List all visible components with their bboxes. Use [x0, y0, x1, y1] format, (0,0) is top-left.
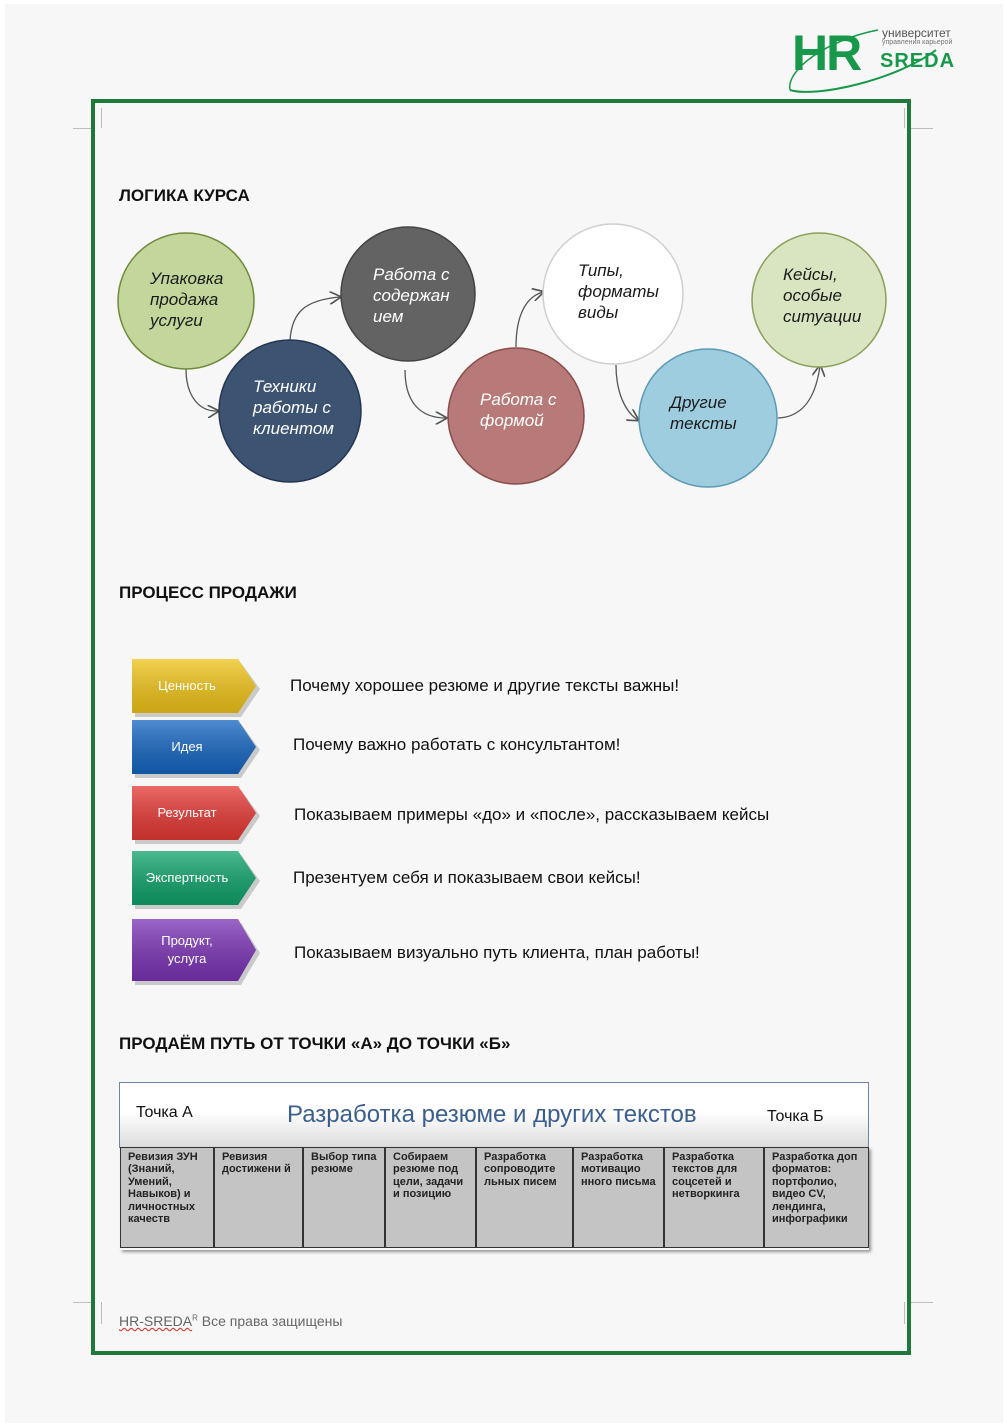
heading-path-a-to-b: ПРОДАЁМ ПУТЬ ОТ ТОЧКИ «А» ДО ТОЧКИ «Б» [119, 1034, 511, 1053]
connector-arrow-6 [777, 366, 820, 419]
hr-sreda-logo: HR университет управления карьерой SREDA [786, 20, 966, 94]
chevron-arrow-shape [132, 720, 260, 778]
chevron-arrow-shape [132, 919, 260, 985]
sales-step-label: Идея [171, 739, 203, 754]
sales-step-description: Презентуем себя и показываем свои кейсы! [293, 868, 641, 887]
crop-mark [904, 108, 905, 128]
logo-brand: SREDA [880, 50, 956, 72]
path-table-cell: Ревизия ЗУН (Знаний, Умений, Навыков) и … [120, 1147, 214, 1248]
sales-step-description: Показываем визуально путь клиента, план … [294, 943, 700, 962]
path-table-title: Разработка резюме и других текстов [287, 1101, 697, 1128]
path-table-cell: Ревизия достижени й [214, 1147, 303, 1248]
path-table-cell: Разработка мотивацио нного письма [573, 1147, 664, 1248]
footer-registered-mark: R [192, 1313, 198, 1323]
connector-arrow-1 [185, 368, 218, 411]
path-table-cell: Собираем резюме под цели, задачи и позиц… [385, 1147, 476, 1248]
chevron-arrow-shape [132, 659, 260, 717]
course-circle-7 [751, 232, 887, 368]
sales-step-description: Почему важно работать с консультантом! [293, 735, 621, 754]
course-circle-2 [218, 339, 362, 483]
crop-mark [911, 128, 933, 129]
course-circle-6 [638, 348, 778, 488]
sales-step-arrow-5: Продукт,услуга [132, 919, 260, 985]
sales-step-label: Результат [157, 805, 217, 820]
sales-step-arrow-4: Экспертность [132, 851, 260, 909]
sales-step-label: Продукт,услуга [161, 933, 213, 966]
path-table-cells: Ревизия ЗУН (Знаний, Умений, Навыков) и … [120, 1147, 869, 1250]
sales-step-label: Ценность [158, 678, 216, 693]
path-table-cell: Выбор типа резюме [303, 1147, 385, 1248]
heading-sales-process: ПРОЦЕСС ПРОДАЖИ [119, 583, 297, 602]
path-table: Точка А Разработка резюме и других текст… [119, 1082, 869, 1252]
logo-line1: университет [882, 26, 951, 40]
logo-mark: HR [792, 25, 862, 81]
course-circle-4 [447, 347, 585, 485]
course-circle-1 [117, 232, 255, 370]
crop-mark [101, 1302, 102, 1324]
path-table-cell: Разработка текстов для соцсетей и нетвор… [664, 1147, 764, 1248]
crop-mark [101, 108, 102, 128]
crop-mark [911, 1302, 933, 1303]
crop-mark [73, 1302, 95, 1303]
heading-course-logic: ЛОГИКА КУРСА [119, 186, 250, 205]
logo-line2: управления карьерой [882, 39, 953, 46]
connector-arrow-3 [404, 369, 446, 418]
path-table-header: Точка А Разработка резюме и других текст… [119, 1082, 869, 1148]
footer-copyright: HR-SREDAR Все права защищены [119, 1313, 342, 1329]
sales-step-arrow-1: Ценность [132, 659, 260, 717]
footer-brand: HR-SREDA [119, 1313, 193, 1329]
page-frame [91, 99, 911, 1355]
sales-step-label: Экспертность [145, 870, 229, 885]
crop-mark [73, 128, 95, 129]
course-circle-5 [542, 223, 684, 365]
chevron-arrow-shape [132, 851, 260, 909]
crop-mark [904, 1302, 905, 1324]
path-table-cell: Разработка сопроводите льных писем [476, 1147, 573, 1248]
connector-arrow-5 [615, 364, 638, 420]
connector-arrow-4 [515, 292, 543, 348]
connector-arrow-2 [289, 297, 340, 341]
course-circle-3 [340, 226, 476, 362]
point-b-label: Точка Б [767, 1108, 824, 1125]
point-a-label: Точка А [136, 1104, 193, 1121]
chevron-arrow-shape [132, 786, 260, 844]
sales-step-description: Показываем примеры «до» и «после», расск… [294, 805, 770, 824]
logo-swoosh-icon [789, 29, 937, 93]
sales-step-arrow-3: Результат [132, 786, 260, 844]
footer-text: Все права защищены [197, 1313, 343, 1329]
path-table-cell: Разработка доп форматов: портфолио, виде… [764, 1147, 869, 1248]
sales-step-arrow-2: Идея [132, 720, 260, 778]
sales-step-description: Почему хорошее резюме и другие тексты ва… [290, 676, 680, 695]
